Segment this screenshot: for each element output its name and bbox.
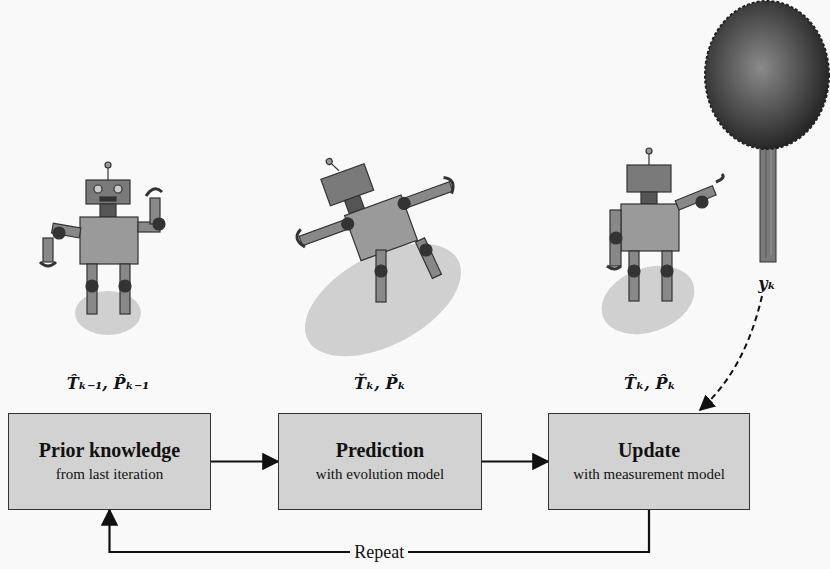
box-subtitle: from last iteration [56,465,163,484]
box-subtitle: with measurement model [573,465,725,484]
measurement-label: yₖ [758,274,776,293]
state-label: T̂ₖ, P̂ₖ [624,374,676,393]
robot-prior [40,162,165,335]
edge-label: Repeat [350,542,408,563]
process-box: Update with measurement model [548,413,750,510]
flow-arrow [211,460,278,462]
tree-landmark [705,1,829,262]
box-subtitle: with evolution model [316,465,444,484]
box-heading: Prior knowledge [39,439,180,462]
process-box: Prediction with evolution model [278,413,482,510]
flow-arrow [482,460,548,462]
box-heading: Prediction [336,439,425,462]
state-label: Ťₖ, P̌ₖ [354,374,406,393]
robot-predicted [275,122,479,380]
process-box: Prior knowledge from last iteration [8,413,211,510]
box-heading: Update [618,439,680,462]
measurement-arrow [700,296,762,410]
state-label: T̂ₖ₋₁, P̂ₖ₋₁ [67,374,150,393]
robot-updated [592,148,723,346]
